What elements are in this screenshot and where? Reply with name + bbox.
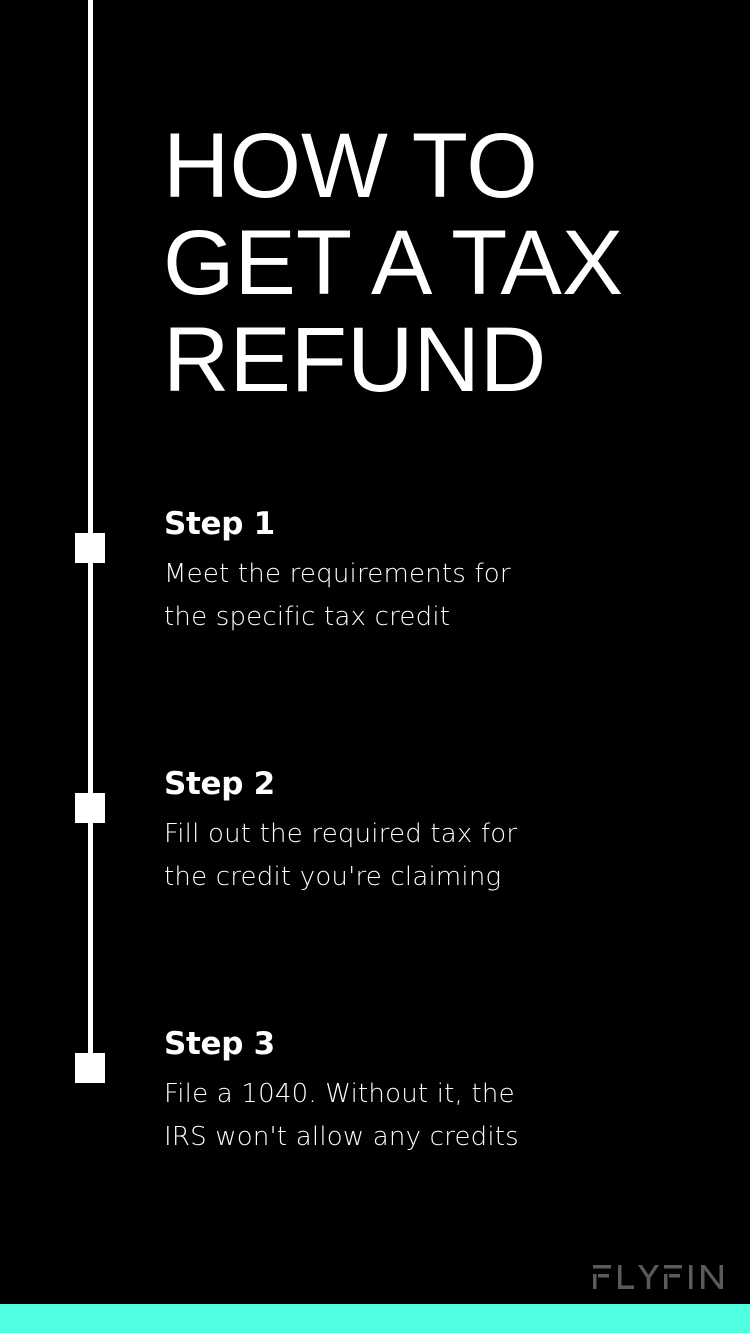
step-description-line: IRS won't allow any credits [164,1122,519,1152]
step-description-line: Meet the requirements for [164,559,511,589]
step-heading: Step 1 [164,506,275,542]
step-heading: Step 3 [164,1026,275,1062]
step-description: Fill out the required tax for the credit… [164,813,517,899]
page-title: HOW TO GET A TAX REFUND [163,118,623,409]
step-description-line: the credit you're claiming [164,862,502,892]
timeline-marker-step-3 [75,1053,105,1083]
step-2: Step 2 Fill out the required tax for the… [164,765,517,899]
step-1: Step 1 Meet the requirements for the spe… [164,505,511,639]
timeline-marker-step-2 [75,793,105,823]
brand-accent-bar [0,1304,750,1333]
step-heading: Step 2 [164,766,275,802]
step-description: Meet the requirements for the specific t… [164,553,511,639]
step-3: Step 3 File a 1040. Without it, the IRS … [164,1025,519,1159]
flyfin-logo [593,1265,723,1289]
step-description-line: File a 1040. Without it, the [164,1079,515,1109]
title-line-3: REFUND [163,309,547,411]
step-description-line: the specific tax credit [164,602,451,632]
step-description-line: Fill out the required tax for [164,819,518,849]
timeline-marker-step-1 [75,533,105,563]
title-line-2: GET A TAX [163,212,624,314]
title-line-1: HOW TO [163,115,538,217]
step-description: File a 1040. Without it, the IRS won't a… [164,1073,519,1159]
